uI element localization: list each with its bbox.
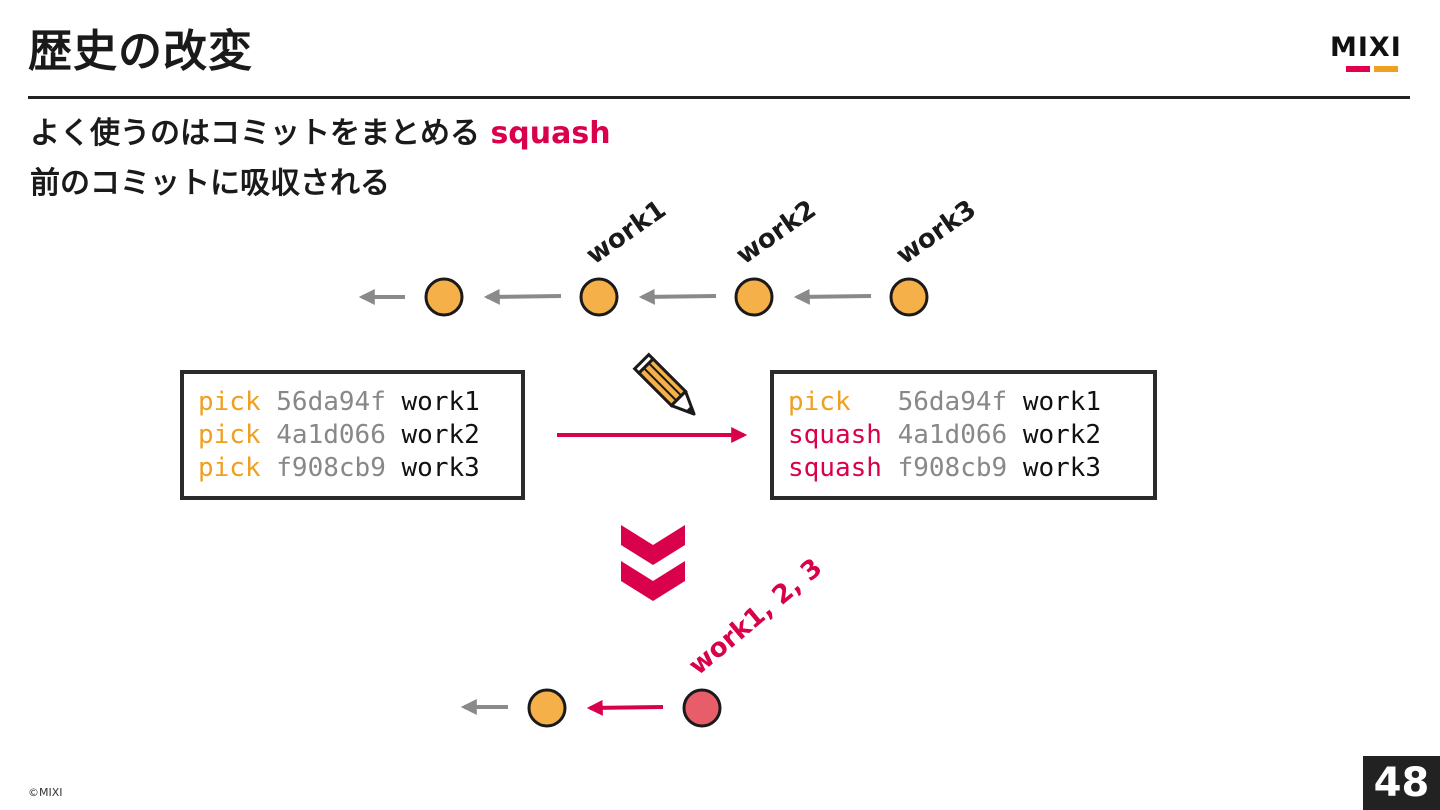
todo-command: squash <box>788 453 882 483</box>
logo-bar-pink <box>1346 66 1370 72</box>
squashed-commit-node <box>682 688 722 728</box>
todo-command: pick <box>198 453 261 483</box>
commit-label-work3: work3 <box>891 194 982 270</box>
commit-message: work1 <box>401 387 480 417</box>
commit-node <box>527 688 567 728</box>
rebase-todo-after: pick 56da94f work1 squash 4a1d066 work2 … <box>770 370 1157 500</box>
history-arrow <box>483 288 562 305</box>
commit-hash: f908cb9 <box>276 453 386 483</box>
brand-logo: MIXI <box>1330 34 1412 76</box>
commit-hash: 4a1d066 <box>897 420 1008 450</box>
bullet-2-text: 前のコミットに吸収される <box>30 166 390 201</box>
todo-line: pick 56da94f work1 <box>788 386 1139 419</box>
todo-line: pick f908cb9 work3 <box>198 452 507 485</box>
commit-message: work3 <box>1022 453 1102 483</box>
logo-wordmark: MIXI <box>1330 32 1402 63</box>
todo-command: pick <box>198 387 261 417</box>
slide-title: 歴史の改変 <box>28 26 253 77</box>
bullet-1: よく使うのはコミットをまとめる squash <box>30 116 611 152</box>
todo-line: pick 56da94f work1 <box>198 386 507 419</box>
todo-command: pick <box>788 387 882 417</box>
squashed-arrow <box>586 699 664 716</box>
history-arrow <box>638 288 717 305</box>
commit-message: work2 <box>401 420 480 450</box>
todo-command: squash <box>788 420 882 450</box>
bullet-1-accent: squash <box>490 116 611 151</box>
commit-message: work2 <box>1022 420 1102 450</box>
page-number: 48 <box>1363 756 1440 810</box>
title-divider <box>28 96 1410 99</box>
pencil-icon <box>632 352 696 416</box>
history-arrow <box>793 288 872 305</box>
todo-line: pick 4a1d066 work2 <box>198 419 507 452</box>
bullet-2: 前のコミットに吸収される <box>30 166 390 202</box>
commit-hash: 56da94f <box>897 387 1008 417</box>
commit-hash: 56da94f <box>276 387 386 417</box>
commit-message: work1 <box>1022 387 1102 417</box>
commit-message: work3 <box>401 453 480 483</box>
commit-node-work3 <box>889 277 929 317</box>
double-chevron-down-icon <box>621 525 685 601</box>
logo-bar-orange <box>1374 66 1398 72</box>
commit-label-work2: work2 <box>731 194 822 270</box>
bullet-1-text: よく使うのはコミットをまとめる <box>30 116 491 151</box>
copyright: ©MIXI <box>28 786 63 799</box>
commit-node-work1 <box>579 277 619 317</box>
commit-hash: f908cb9 <box>897 453 1008 483</box>
commit-hash: 4a1d066 <box>276 420 386 450</box>
commit-label-work1: work1 <box>581 194 672 270</box>
todo-line: squash f908cb9 work3 <box>788 452 1139 485</box>
todo-command: pick <box>198 420 261 450</box>
squashed-commit-label: work1, 2, 3 <box>683 553 828 681</box>
commit-node <box>424 277 464 317</box>
todo-line: squash 4a1d066 work2 <box>788 419 1139 452</box>
rebase-todo-before: pick 56da94f work1 pick 4a1d066 work2 pi… <box>180 370 525 500</box>
commit-node-work2 <box>734 277 774 317</box>
